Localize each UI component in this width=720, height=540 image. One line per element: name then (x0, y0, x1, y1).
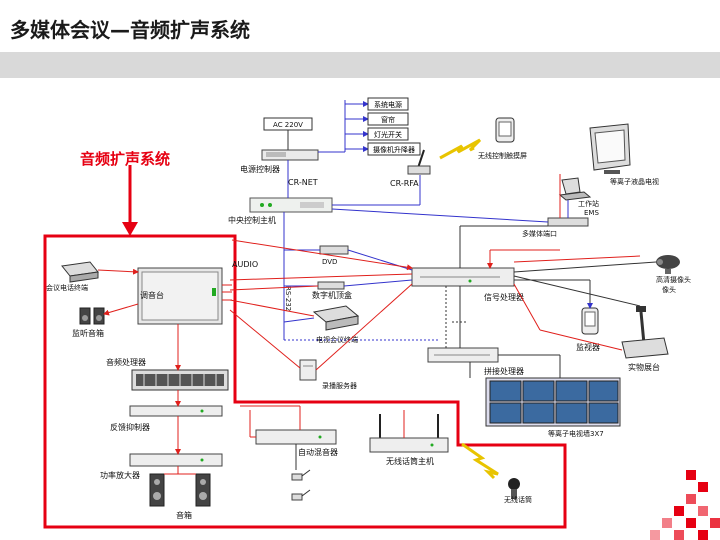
speakers: 音箱 (149, 473, 211, 520)
title-bar (0, 52, 720, 78)
power-branch-list: 系统电源 窗帘 灯光开关 摄像机升降器 (345, 97, 421, 156)
svg-text:等离子液晶电视: 等离子液晶电视 (610, 177, 659, 186)
svg-text:无线话筒主机: 无线话筒主机 (386, 456, 434, 466)
gooseneck-mic-2 (291, 493, 303, 501)
wireless-signal-2 (461, 442, 499, 480)
svg-text:数字机顶盒: 数字机顶盒 (312, 290, 352, 300)
svg-text:中央控制主机: 中央控制主机 (228, 215, 276, 225)
svg-text:信号处理器: 信号处理器 (484, 292, 524, 302)
corner-decoration (650, 470, 720, 540)
svg-text:工作站: 工作站 (578, 199, 599, 208)
ac220-box: AC 220V (263, 117, 313, 131)
workstation: 工作站 EMS (558, 177, 599, 217)
svg-text:灯光开关: 灯光开关 (374, 130, 402, 139)
cr-rfa: CR-RFA (390, 149, 431, 188)
svg-text:高清摄像头: 高清摄像头 (656, 275, 691, 284)
svg-text:像头: 像头 (662, 285, 676, 294)
power-controller: 电源控制器 (240, 149, 319, 174)
svg-text:多媒体端口: 多媒体端口 (522, 229, 557, 238)
svg-text:监视器: 监视器 (576, 342, 600, 352)
svg-text:无线话筒: 无线话筒 (504, 495, 532, 504)
conference-phone: 会议电话终端 (46, 261, 99, 292)
svg-text:录播服务器: 录播服务器 (322, 381, 357, 390)
audio-processor: 音频处理器 (106, 357, 229, 391)
page-title: 多媒体会议—音频扩声系统 (10, 18, 250, 42)
audio-system-boundary (43, 234, 567, 529)
svg-text:会议电话终端: 会议电话终端 (46, 283, 88, 292)
monitor-speaker: 监听音箱 (72, 307, 105, 338)
document-camera: 实物展台 (621, 306, 669, 372)
set-top-box: 数字机顶盒 (312, 281, 352, 300)
crnet-label: CR-NET (288, 178, 318, 187)
mixer: 调音台 (137, 267, 223, 325)
svg-text:实物展台: 实物展台 (628, 362, 660, 372)
splice-processor: 拼接处理器 (427, 347, 524, 376)
svg-text:窗帘: 窗帘 (381, 115, 395, 124)
svg-text:音频处理器: 音频处理器 (106, 357, 146, 367)
svg-text:EMS: EMS (584, 209, 599, 217)
subtitle: 音频扩声系统 (80, 150, 171, 168)
svg-text:自动混音器: 自动混音器 (298, 447, 338, 457)
svg-text:反馈抑制器: 反馈抑制器 (110, 422, 150, 432)
gooseneck-mic-1 (291, 473, 303, 481)
rs232-label: RS-232 (284, 286, 292, 311)
svg-text:CR-RFA: CR-RFA (390, 179, 419, 188)
central-controller: 中央控制主机 (228, 197, 333, 225)
svg-text:系统电源: 系统电源 (374, 100, 402, 109)
touch-panel: 无线控制触摸屏 (478, 117, 527, 160)
auto-mixer: 自动混音器 (255, 429, 338, 457)
signal-processor: 信号处理器 (411, 267, 524, 302)
subtitle-arrow (122, 165, 138, 236)
svg-text:等离子电视墙3X7: 等离子电视墙3X7 (548, 429, 604, 438)
lcd-tv: 等离子液晶电视 (589, 123, 659, 186)
svg-text:监听音箱: 监听音箱 (72, 328, 104, 338)
monitor: 监视器 (576, 307, 600, 352)
video-wall: 等离子电视墙3X7 (485, 377, 621, 438)
svg-text:摄像机升降器: 摄像机升降器 (373, 145, 415, 154)
svg-text:AC 220V: AC 220V (273, 121, 303, 129)
svg-text:拼接处理器: 拼接处理器 (484, 366, 524, 376)
svg-text:电源控制器: 电源控制器 (240, 164, 280, 174)
svg-text:调音台: 调音台 (140, 290, 164, 300)
svg-text:无线控制触摸屏: 无线控制触摸屏 (478, 151, 527, 160)
svg-text:DVD: DVD (322, 258, 337, 266)
recording-server: 录播服务器 (299, 359, 357, 390)
hd-camera: 高清摄像头 像头 (656, 255, 691, 294)
svg-text:音箱: 音箱 (176, 510, 192, 520)
audio-label: AUDIO (232, 260, 258, 269)
wireless-mic-host: 无线话筒主机 (369, 414, 449, 466)
wireless-signal-1 (439, 138, 482, 160)
wireless-mic: 无线话筒 (504, 478, 532, 504)
svg-text:功率放大器: 功率放大器 (100, 470, 140, 480)
feedback-suppressor: 反馈抑制器 (110, 405, 223, 432)
